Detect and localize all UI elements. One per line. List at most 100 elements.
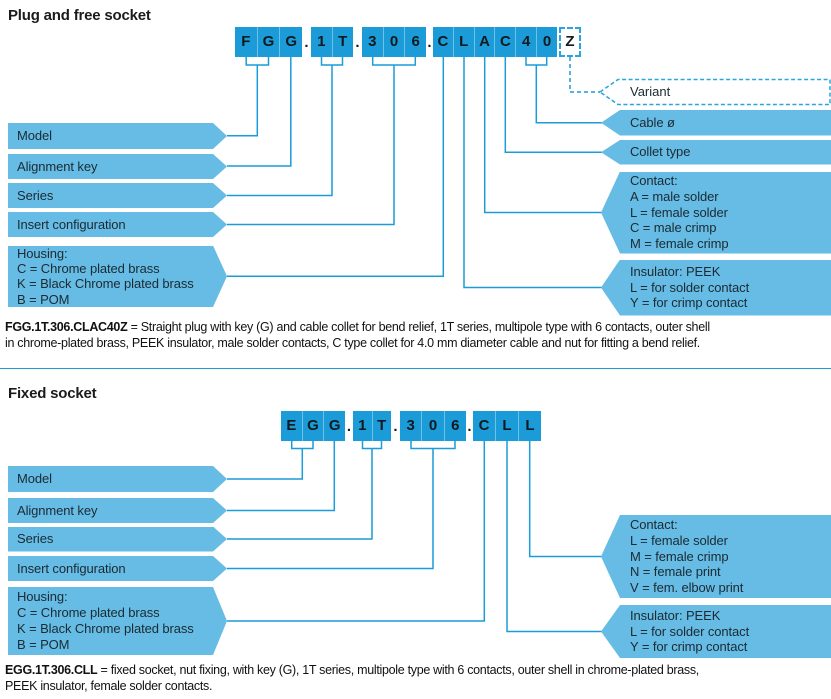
code-cell: G bbox=[257, 27, 280, 57]
label-banner-series: Series bbox=[8, 183, 227, 208]
code-box-group-model: F G G bbox=[235, 27, 303, 57]
code-cell: T bbox=[372, 411, 391, 441]
code-separator-dot: . bbox=[346, 418, 352, 435]
code-cell: 0 bbox=[383, 27, 405, 57]
label-text: Series bbox=[17, 187, 54, 203]
label-text: Contact: bbox=[630, 173, 678, 188]
code-cell: F bbox=[235, 27, 257, 57]
code-cell: A bbox=[474, 27, 495, 57]
label-banner-contact: Contact: L = female solder M = female cr… bbox=[601, 515, 831, 598]
label-text: L = female solder bbox=[630, 532, 728, 548]
code-separator-dot: . bbox=[427, 34, 432, 51]
label-banner-housing: Housing: C = Chrome plated brass K = Bla… bbox=[8, 587, 227, 655]
label-banner-model: Model bbox=[8, 466, 227, 492]
code-cell: C bbox=[495, 27, 516, 57]
label-banner-alignment-key: Alignment key bbox=[8, 154, 227, 179]
label-banner-series: Series bbox=[8, 526, 227, 552]
label-banner-housing: Housing: C = Chrome plated brass K = Bla… bbox=[8, 245, 227, 307]
code-cell: L bbox=[453, 27, 474, 57]
label-text: Insulator: PEEK bbox=[630, 607, 721, 623]
label-banner-contact: Contact: A = male solder L = female sold… bbox=[601, 171, 831, 254]
label-text: Series bbox=[17, 531, 54, 547]
caption-part-number: EGG.1T.306.CLL bbox=[5, 663, 98, 677]
label-text: N = female print bbox=[630, 564, 721, 580]
label-text: K = Black Chrome plated brass bbox=[17, 276, 194, 292]
label-text: Insert configuration bbox=[17, 216, 126, 232]
code-box-group-series: 1 T bbox=[353, 411, 391, 441]
code-cell: 1 bbox=[311, 27, 332, 57]
caption-text: = fixed socket, nut fixing, with key (G)… bbox=[97, 663, 700, 677]
code-box-group-insert: 3 0 6 bbox=[362, 27, 427, 57]
label-banner-insulator: Insulator: PEEK L = for solder contact Y… bbox=[601, 605, 831, 658]
label-text: K = Black Chrome plated brass bbox=[17, 621, 194, 636]
label-banner-cable-diameter: Cable ø bbox=[601, 110, 831, 136]
label-banner-insulator: Insulator: PEEK L = for solder contact Y… bbox=[601, 259, 831, 316]
code-cell: 3 bbox=[400, 411, 422, 441]
code-separator-dot: . bbox=[467, 418, 472, 435]
caption-part-number: FGG.1T.306.CLAC40Z bbox=[5, 320, 128, 334]
code-box-group-options: C L A C 4 0 bbox=[433, 27, 557, 57]
label-text: Variant bbox=[630, 84, 671, 99]
section-heading-fixed: Fixed socket bbox=[8, 385, 97, 402]
label-text: L = for solder contact bbox=[630, 279, 750, 295]
code-cell: 3 bbox=[362, 27, 383, 57]
code-cell: E bbox=[281, 411, 302, 441]
label-banner-collet-type: Collet type bbox=[601, 140, 831, 165]
code-cell: L bbox=[496, 411, 518, 441]
code-separator-dot: . bbox=[304, 34, 309, 51]
section-heading-plug: Plug and free socket bbox=[8, 7, 151, 24]
variant-code-cell: Z bbox=[559, 27, 581, 57]
code-box-group-insert: 3 0 6 bbox=[400, 411, 466, 441]
label-text: B = POM bbox=[17, 637, 70, 652]
label-banner-model: Model bbox=[8, 123, 227, 149]
code-cell: 0 bbox=[422, 411, 444, 441]
label-text: C = male crimp bbox=[630, 220, 717, 236]
label-text: M = female crimp bbox=[630, 548, 729, 564]
caption-fixed: EGG.1T.306.CLL = fixed socket, nut fixin… bbox=[5, 663, 829, 694]
label-text: V = fem. elbow print bbox=[630, 580, 744, 596]
code-box-group-model: E G G bbox=[281, 411, 346, 441]
label-text: L = female solder bbox=[630, 204, 728, 220]
label-text: Insert configuration bbox=[17, 560, 126, 576]
label-banner-insert-configuration: Insert configuration bbox=[8, 556, 227, 581]
label-text: Model bbox=[17, 128, 52, 144]
label-text: C = Chrome plated brass bbox=[17, 260, 160, 276]
code-cell: 0 bbox=[537, 27, 557, 57]
label-text: L = for solder contact bbox=[630, 623, 750, 639]
code-cell: G bbox=[280, 27, 303, 57]
code-cell: 6 bbox=[405, 27, 427, 57]
code-cell: G bbox=[302, 411, 324, 441]
label-text: C = Chrome plated brass bbox=[17, 605, 160, 620]
label-text: A = male solder bbox=[630, 188, 719, 204]
label-text: Alignment key bbox=[17, 502, 98, 518]
caption-text: PEEK insulator, female solder contacts. bbox=[5, 678, 213, 693]
label-banner-alignment-key: Alignment key bbox=[8, 498, 227, 523]
caption-text: in chrome-plated brass, PEEK insulator, … bbox=[5, 335, 700, 350]
label-text: B = POM bbox=[17, 291, 70, 307]
code-cell: C bbox=[433, 27, 453, 57]
label-banner-insert-configuration: Insert configuration bbox=[8, 212, 227, 237]
code-box-group-options: C L L bbox=[473, 411, 541, 441]
section-divider bbox=[0, 368, 831, 369]
code-box-group-series: 1 T bbox=[311, 27, 353, 57]
code-cell: 6 bbox=[444, 411, 466, 441]
caption-plug: FGG.1T.306.CLAC40Z = Straight plug with … bbox=[5, 320, 829, 351]
code-cell: T bbox=[332, 27, 353, 57]
code-cell: G bbox=[324, 411, 346, 441]
label-text: Insulator: PEEK bbox=[630, 263, 721, 279]
code-separator-dot: . bbox=[355, 34, 360, 51]
code-separator-dot: . bbox=[393, 418, 398, 435]
label-banner-variant: Variant bbox=[598, 78, 831, 106]
variant-dashed-outline bbox=[598, 78, 831, 106]
label-text: Model bbox=[17, 471, 52, 487]
label-text: Y = for crimp contact bbox=[630, 639, 748, 655]
label-text: Collet type bbox=[630, 144, 691, 160]
code-cell: L bbox=[519, 411, 541, 441]
code-cell: 4 bbox=[516, 27, 537, 57]
label-text: Alignment key bbox=[17, 158, 98, 174]
label-text: Cable ø bbox=[630, 114, 675, 130]
label-text: Y = for crimp contact bbox=[630, 295, 748, 311]
label-text: Housing: bbox=[17, 245, 68, 261]
code-cell: C bbox=[473, 411, 495, 441]
